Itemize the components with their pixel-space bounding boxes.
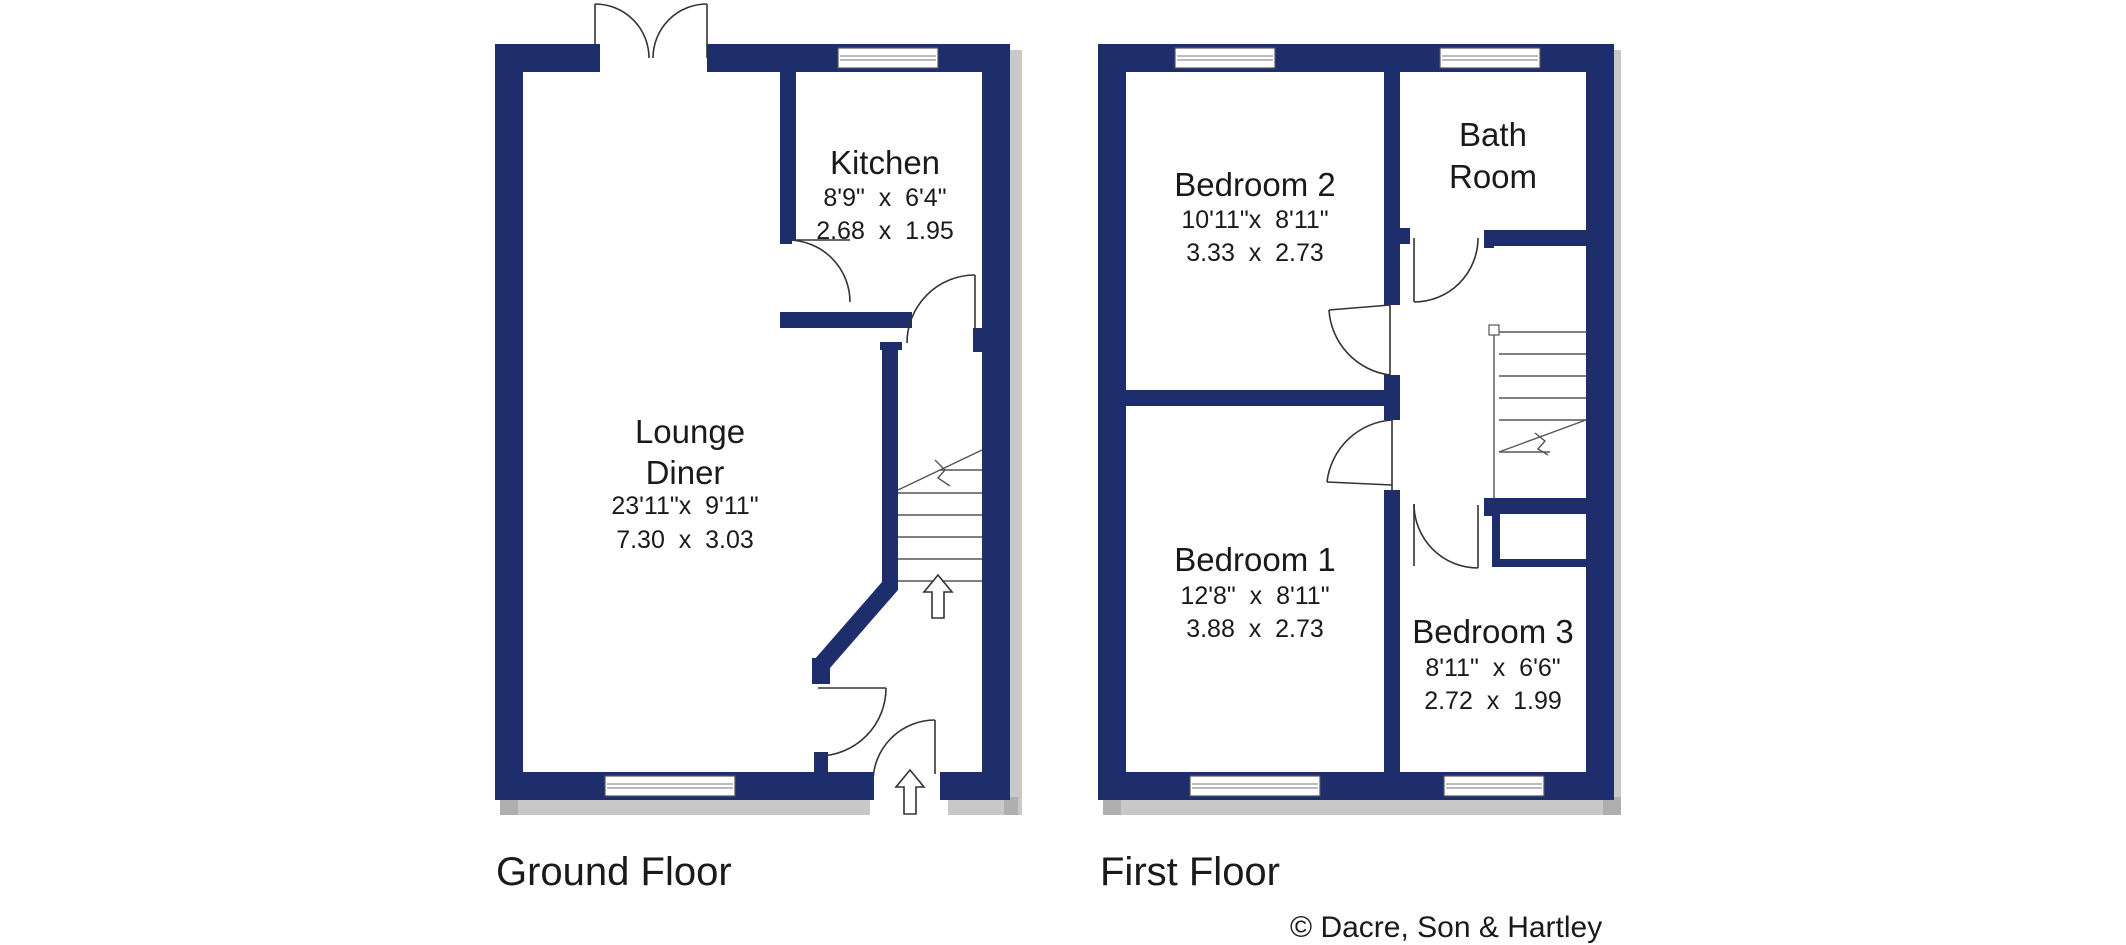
- bathroom-window: [1439, 47, 1541, 69]
- bedroom3-name: Bedroom 3: [1412, 613, 1573, 650]
- kitchen-name: Kitchen: [830, 144, 940, 181]
- entrance-arrow: [894, 768, 926, 815]
- first-floor-plan: Bedroom 2 10'11"x 8'11" 3.33 x 2.73 Bath…: [1098, 44, 1621, 894]
- ground-floor-plan: Kitchen 8'9" x 6'4" 2.68 x 1.95 Lounge D…: [495, 3, 1022, 894]
- copyright-notice: © Dacre, Son & Hartley: [1290, 911, 1602, 944]
- first-floor-label: First Floor: [1100, 850, 1280, 894]
- bedroom3-door: [1413, 503, 1479, 569]
- stair-up-arrow: [922, 573, 954, 619]
- ground-floor-shadow: [500, 50, 1022, 815]
- bedroom2-window: [1174, 47, 1276, 69]
- first-floor-stairs: [1488, 324, 1587, 498]
- kitchen-dim-imperial: 8'9" x 6'4": [823, 184, 946, 212]
- bedroom1-label: Bedroom 1 12'8" x 8'11" 3.88 x 2.73: [1174, 541, 1335, 643]
- bedroom2-dim-imperial: 10'11"x 8'11": [1181, 206, 1328, 234]
- lounge-door: [817, 687, 887, 757]
- bedroom1-name: Bedroom 1: [1174, 541, 1335, 578]
- bedroom2-dim-metric: 3.33 x 2.73: [1186, 239, 1324, 267]
- french-doors: [590, 3, 717, 72]
- ground-floor-windows: [604, 47, 939, 797]
- front-door: [866, 719, 936, 800]
- first-floor-doors: [1326, 237, 1479, 569]
- bedroom1-dim-metric: 3.88 x 2.73: [1186, 615, 1324, 643]
- bathroom-door: [1413, 237, 1479, 303]
- kitchen-hall-door: [906, 274, 976, 344]
- kitchen-window: [837, 47, 939, 69]
- bedroom3-label: Bedroom 3 8'11" x 6'6" 2.72 x 1.99: [1412, 613, 1573, 715]
- lounge-dim-imperial: 23'11"x 9'11": [611, 492, 758, 520]
- ground-floor-label: Ground Floor: [496, 850, 732, 894]
- bedroom2-name: Bedroom 2: [1174, 166, 1335, 203]
- bedroom3-dim-metric: 2.72 x 1.99: [1424, 687, 1562, 715]
- kitchen-label: Kitchen 8'9" x 6'4" 2.68 x 1.95: [816, 144, 954, 245]
- kitchen-door: [780, 236, 851, 303]
- ground-floor-doors: [590, 3, 976, 800]
- bathroom-label: Bath Room: [1449, 116, 1537, 195]
- ground-floor-arrows: [894, 573, 954, 815]
- kitchen-dim-metric: 2.68 x 1.95: [816, 217, 954, 245]
- bedroom3-window: [1443, 775, 1545, 797]
- lounge-label: Lounge Diner 23'11"x 9'11" 7.30 x 3.03: [611, 413, 758, 554]
- bedroom1-dim-imperial: 12'8" x 8'11": [1180, 582, 1329, 610]
- bedroom2-door: [1328, 304, 1391, 376]
- lounge-dim-metric: 7.30 x 3.03: [616, 526, 754, 554]
- ground-floor-stairs: [897, 449, 983, 582]
- bathroom-name-line2: Room: [1449, 158, 1537, 195]
- first-floor-windows: [1174, 47, 1545, 797]
- bathroom-name-line1: Bath: [1459, 116, 1527, 153]
- bedroom3-dim-imperial: 8'11" x 6'6": [1425, 654, 1560, 682]
- lounge-window: [604, 775, 736, 797]
- bedroom2-label: Bedroom 2 10'11"x 8'11" 3.33 x 2.73: [1174, 166, 1335, 267]
- bedroom1-window: [1189, 775, 1321, 797]
- lounge-name-line2: Diner: [646, 454, 725, 491]
- lounge-name-line1: Lounge: [635, 413, 745, 450]
- bedroom1-door: [1326, 419, 1393, 490]
